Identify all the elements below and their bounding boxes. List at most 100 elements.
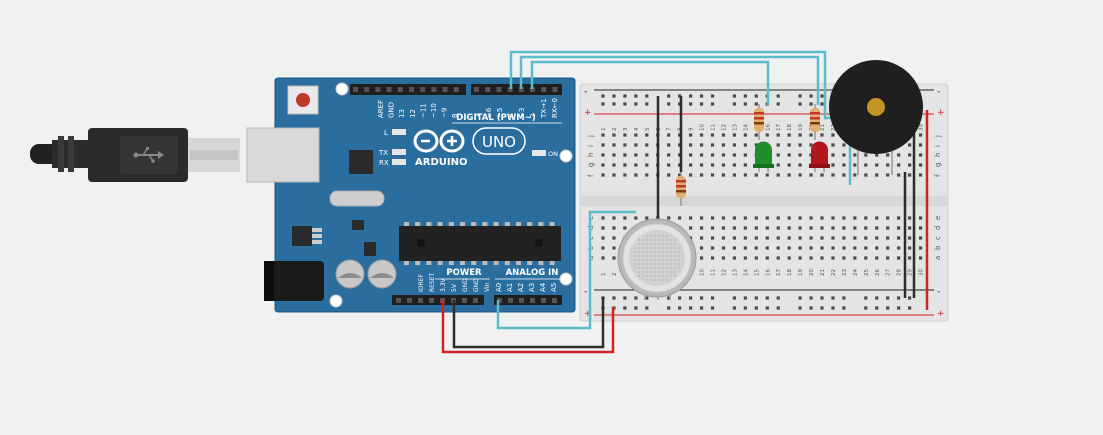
column-number: 24 (853, 269, 859, 276)
usb-cable[interactable] (30, 128, 240, 182)
power-header[interactable] (392, 295, 484, 305)
dc-jack (264, 261, 324, 301)
reset-button[interactable] (287, 85, 319, 115)
arduino-logo (413, 129, 465, 153)
column-number: 30 (919, 269, 925, 276)
sensor-mesh (634, 235, 680, 281)
analog-label: ANALOG IN (506, 268, 559, 278)
analog-pin-label: A0 (495, 283, 503, 292)
column-number: 23 (842, 269, 848, 276)
column-number: 17 (776, 124, 782, 131)
analog-header[interactable] (494, 295, 562, 305)
column-number: 30 (919, 124, 925, 131)
analog-pin-label: A3 (528, 283, 536, 292)
row-letter: e (934, 216, 942, 220)
uno-badge-frame (472, 127, 526, 155)
column-number: 2 (612, 273, 618, 277)
mounting-hole (329, 294, 343, 308)
analog-pin-label: A1 (506, 283, 514, 292)
column-number: 21 (820, 269, 826, 276)
column-number: 3 (623, 127, 629, 131)
power-label: POWER (446, 268, 482, 278)
digital-pin-label: ~9 (441, 108, 449, 118)
wire-a0-sensor[interactable] (496, 210, 636, 330)
power-led (532, 150, 546, 156)
column-number: 1 (601, 128, 607, 132)
crystal (329, 190, 385, 207)
column-number: 19 (798, 269, 804, 276)
digital-pin-label: TX→1 (540, 99, 548, 119)
column-number: 20 (809, 269, 815, 276)
digital-pin-label: ~11 (419, 103, 427, 118)
usb-chip (349, 150, 373, 174)
digital-pin-label: 13 (398, 109, 406, 118)
column-number: 1 (601, 273, 607, 277)
row-letter: h (934, 153, 942, 157)
wire-pin2-led[interactable] (530, 60, 770, 105)
gas-sensor[interactable] (617, 218, 697, 300)
power-pin-label: Vin (484, 282, 491, 292)
resistor-red-led[interactable] (810, 104, 820, 140)
small-chip (352, 220, 364, 230)
column-number: 4 (634, 127, 640, 131)
row-letter: i (934, 145, 942, 147)
rail-plus-bottom: + (584, 309, 592, 319)
rail-minus-top-right: - (937, 87, 940, 97)
wire-gnd[interactable] (452, 297, 605, 349)
column-number: 27 (886, 269, 892, 276)
rail-plus-bottom-right: + (937, 309, 945, 319)
digital-label: DIGITAL (PWM~) (456, 113, 536, 123)
digital-pin-label: ~6 (485, 107, 493, 118)
resistor-sensor[interactable] (676, 172, 686, 206)
column-number: 15 (754, 269, 760, 276)
analog-pin-label: A2 (517, 283, 525, 292)
regulator (292, 226, 312, 246)
row-letter: f (587, 174, 595, 177)
row-letter: g (934, 163, 942, 167)
column-number: 16 (765, 124, 771, 131)
digital-pin-label: 7 (474, 114, 482, 118)
led-label-l: L (384, 129, 388, 137)
led-red[interactable] (809, 141, 830, 173)
column-number: 17 (776, 269, 782, 276)
column-number: 18 (787, 269, 793, 276)
digital-pin-label: 4 (507, 113, 515, 118)
column-number: 11 (711, 124, 717, 131)
column-number: 5 (645, 127, 651, 131)
column-number: 22 (831, 269, 837, 276)
row-letter: h (587, 153, 595, 157)
piezo-buzzer[interactable] (829, 60, 923, 175)
analog-pin-label: A5 (550, 283, 558, 292)
power-pin-label: GND (473, 278, 480, 292)
column-number: 25 (864, 269, 870, 276)
wire-pin3-led[interactable] (519, 55, 820, 105)
column-number: 14 (743, 124, 749, 131)
led-green[interactable] (753, 141, 774, 173)
capacitor (367, 259, 397, 289)
row-letter: a (934, 256, 942, 260)
power-pin-label: IOREF (418, 274, 425, 292)
uno-badge: UNO (482, 133, 516, 151)
digital-header-right[interactable] (471, 84, 562, 95)
digital-header-left[interactable] (350, 84, 466, 95)
column-number: 21 (820, 124, 826, 131)
column-number: 14 (743, 269, 749, 276)
usb-socket (246, 127, 320, 183)
small-chip (364, 242, 376, 256)
column-number: 26 (875, 269, 881, 276)
row-letter: g (587, 163, 595, 167)
column-number: 12 (721, 269, 727, 276)
column-number: 29 (908, 269, 914, 276)
arduino-brand: ARDUINO (415, 157, 467, 168)
wire-5v[interactable] (441, 300, 615, 354)
column-number: 18 (787, 124, 793, 131)
digital-pin-label: 12 (409, 109, 417, 118)
column-number: 9 (689, 127, 695, 131)
resistor-green-led[interactable] (754, 104, 764, 140)
row-letter: i (587, 145, 595, 147)
led-label-tx: TX (378, 149, 388, 157)
column-number: 10 (700, 124, 706, 131)
